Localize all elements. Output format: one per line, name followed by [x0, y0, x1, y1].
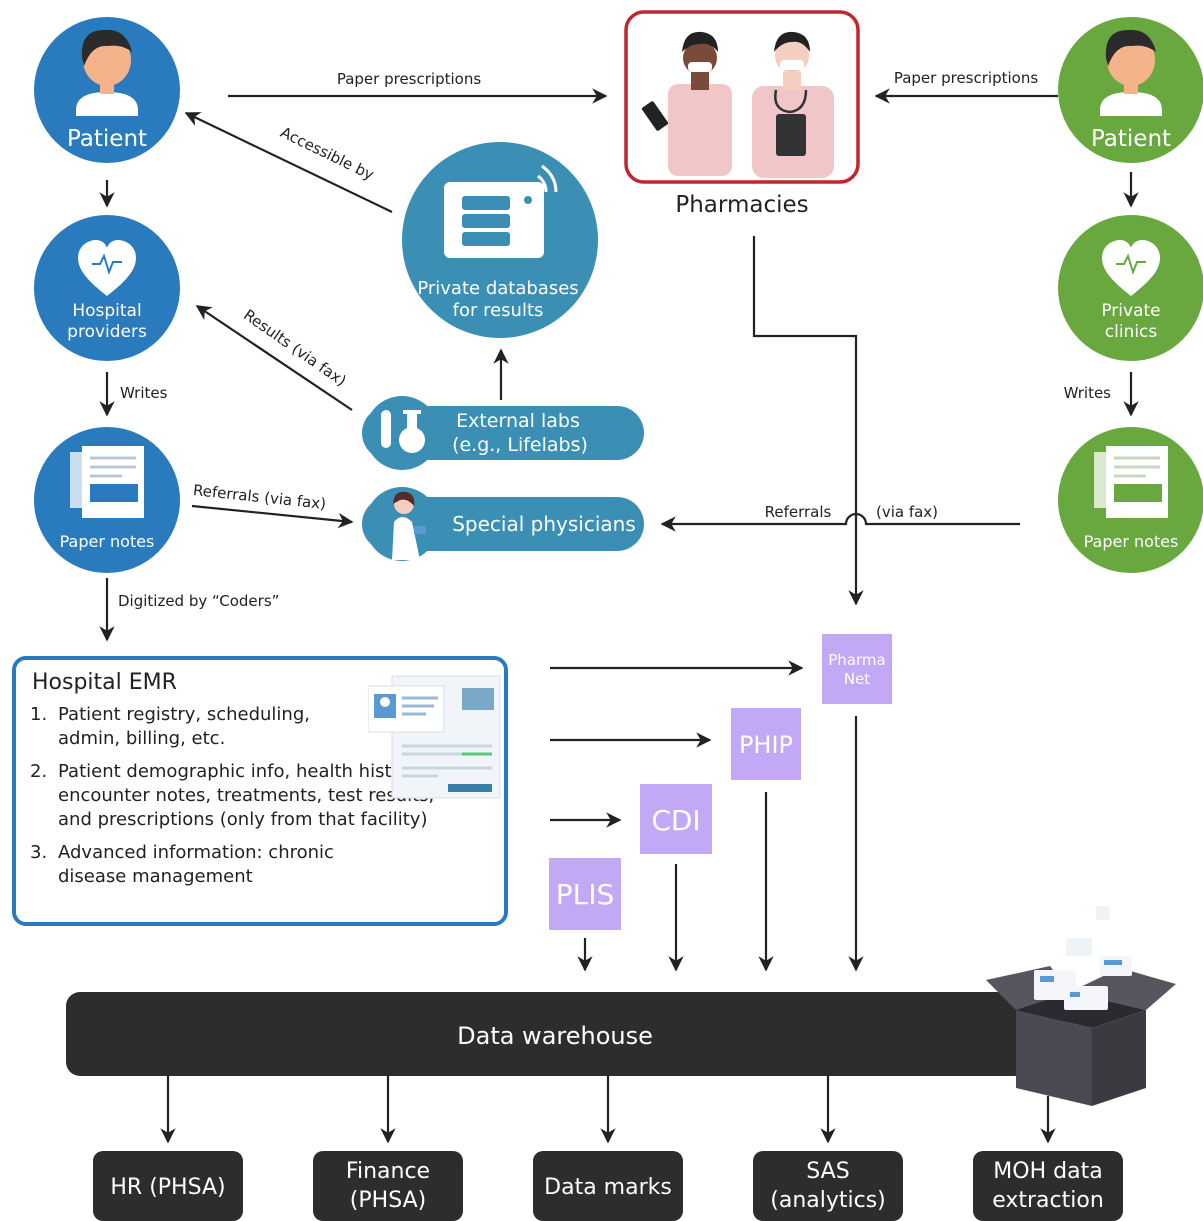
- arrow-notes-to-physicians: [191, 504, 354, 529]
- private-clinics-node: Private clinics: [1058, 215, 1203, 361]
- documents-icon: [70, 446, 144, 518]
- output-datamarks-line1: Data marks: [544, 1175, 672, 1200]
- emr-item: 2. Patient demographic info, health hist…: [30, 760, 440, 832]
- arrow-labs-to-hospital: [195, 305, 353, 411]
- paper-notes-right-label: Paper notes: [1084, 532, 1179, 551]
- emr-item-text: Patient registry, scheduling, admin, bil…: [58, 704, 310, 749]
- label-writes-right: Writes: [1064, 384, 1112, 402]
- private-db-node: Private databases for results: [402, 142, 598, 338]
- patient-icon: [76, 29, 138, 116]
- private-clinics-line2: clinics: [1105, 322, 1158, 342]
- output-moh: MOH data extraction: [973, 1151, 1123, 1221]
- connectors: [99, 88, 1139, 1144]
- system-pharmanet: Pharma Net: [822, 634, 892, 704]
- hospital-emr-list: 1. Patient registry, scheduling, admin, …: [30, 703, 440, 889]
- pharmacies-label: Pharmacies: [675, 192, 808, 218]
- pharmacists-icon: [642, 31, 834, 178]
- output-finance-line2: (PHSA): [350, 1188, 426, 1213]
- hospital-providers-line2: providers: [67, 322, 147, 342]
- system-phip: PHIP: [731, 708, 801, 780]
- patient-left-node: Patient: [34, 17, 180, 163]
- plis-label: PLIS: [556, 878, 615, 911]
- output-finance: Finance (PHSA): [313, 1151, 463, 1221]
- output-sas: SAS (analytics): [753, 1151, 903, 1221]
- arrow-right-notes-to-physicians: [660, 512, 1020, 532]
- output-finance-line1: Finance: [346, 1159, 430, 1184]
- label-results-via-fax: Results (via fax): [240, 306, 349, 390]
- output-hr-line1: HR (PHSA): [110, 1175, 225, 1200]
- patient-right-label: Patient: [1091, 126, 1171, 152]
- external-labs-node: External labs (e.g., Lifelabs): [362, 396, 644, 470]
- label-writes-left: Writes: [120, 384, 168, 402]
- documents-icon: [1094, 446, 1168, 518]
- emr-item-text: Advanced information: chronic disease ma…: [58, 842, 334, 887]
- paper-notes-left-label: Paper notes: [60, 532, 155, 551]
- patient-left-label: Patient: [67, 126, 147, 152]
- patient-right-node: Patient: [1058, 17, 1203, 163]
- pulse-icon: [1116, 253, 1146, 275]
- label-referrals-right: Referrals: [765, 503, 832, 521]
- data-warehouse-node: Data warehouse: [66, 992, 1066, 1076]
- pharmanet-line2: Net: [844, 670, 870, 688]
- private-db-line2: for results: [453, 300, 544, 321]
- label-accessible-by: Accessible by: [278, 123, 377, 184]
- private-clinics-line1: Private: [1101, 301, 1160, 321]
- external-labs-line2: (e.g., Lifelabs): [452, 434, 588, 456]
- pharmacies-node: Pharmacies: [624, 10, 860, 218]
- paper-notes-right-node: Paper notes: [1058, 427, 1203, 573]
- output-sas-line1: SAS: [806, 1159, 849, 1184]
- label-paper-prescriptions-right: Paper prescriptions: [894, 69, 1038, 87]
- label-via-fax-right: (via fax): [876, 503, 938, 521]
- arrow-pharmacies-to-pharmanet: [752, 236, 864, 606]
- output-moh-line2: extraction: [992, 1188, 1104, 1213]
- hospital-emr-box: Hospital EMR 1. Patient registry, schedu…: [12, 656, 508, 926]
- system-cdi: CDI: [640, 784, 712, 854]
- emr-item: 3. Advanced information: chronic disease…: [30, 841, 440, 889]
- database-server-icon: [444, 164, 558, 258]
- pharmanet-line1: Pharma: [828, 651, 885, 669]
- hospital-providers-node: Hospital providers: [34, 215, 180, 361]
- emr-item: 1. Patient registry, scheduling, admin, …: [30, 703, 440, 751]
- arrow-db-to-patient: [184, 112, 393, 213]
- private-db-line1: Private databases: [417, 278, 578, 299]
- emr-item-text: Patient demographic info, health history…: [58, 761, 435, 830]
- emr-item-num: 3.: [30, 842, 48, 863]
- hospital-providers-line1: Hospital: [72, 301, 141, 321]
- pulse-icon: [92, 253, 122, 275]
- data-warehouse-label: Data warehouse: [457, 1022, 653, 1050]
- open-box-icon: [986, 906, 1176, 1106]
- external-labs-line1: External labs: [456, 410, 580, 432]
- output-hr: HR (PHSA): [93, 1151, 243, 1221]
- output-moh-line1: MOH data: [993, 1159, 1102, 1184]
- emr-item-num: 2.: [30, 761, 48, 782]
- cdi-label: CDI: [651, 804, 700, 837]
- phip-label: PHIP: [739, 731, 793, 759]
- system-plis: PLIS: [549, 858, 621, 930]
- lab-flask-icon: [381, 410, 425, 453]
- output-sas-line2: (analytics): [770, 1188, 886, 1213]
- patient-icon: [1100, 29, 1162, 116]
- label-digitized-by: Digitized by “Coders”: [118, 592, 279, 610]
- special-physicians-node: Special physicians: [362, 487, 644, 561]
- output-datamarks: Data marks: [533, 1151, 683, 1221]
- special-physicians-label: Special physicians: [452, 512, 636, 536]
- physician-icon: [392, 491, 426, 560]
- label-paper-prescriptions-left: Paper prescriptions: [337, 70, 481, 88]
- hospital-emr-title: Hospital EMR: [32, 670, 177, 695]
- emr-item-num: 1.: [30, 704, 48, 725]
- paper-notes-left-node: Paper notes: [34, 427, 180, 573]
- emr-record-icon: [368, 675, 501, 799]
